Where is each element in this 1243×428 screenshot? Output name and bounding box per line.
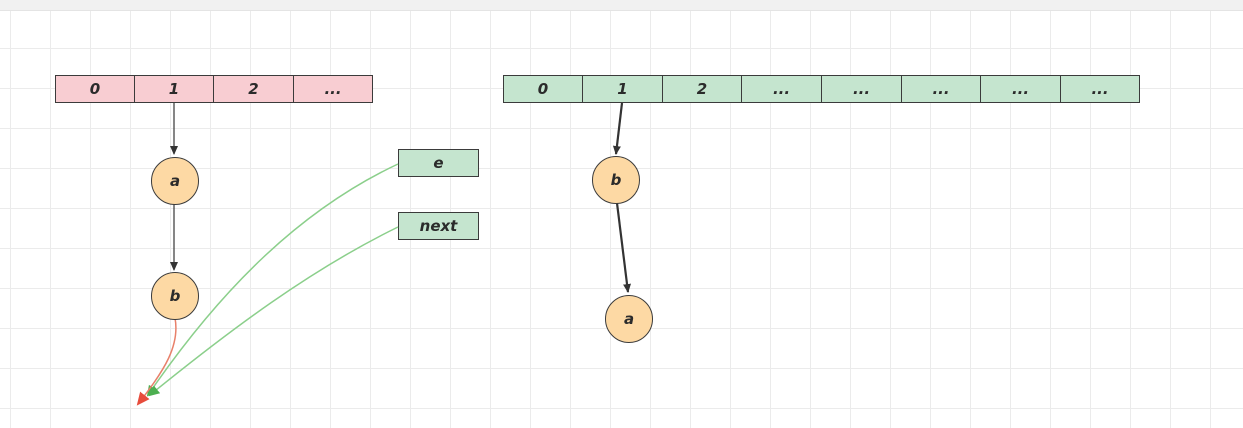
new-table-cell-7: ...: [1060, 75, 1140, 103]
new-table-cell-1: 1: [582, 75, 663, 103]
old-table-cell-2: 2: [213, 75, 294, 103]
old-table-cell-0: 0: [55, 75, 135, 103]
new-table-cell-4: ...: [821, 75, 902, 103]
new-node-b: b: [592, 156, 640, 204]
pointer-next-label: next: [398, 212, 479, 240]
new-node-a: a: [605, 295, 653, 343]
old-link-b-to-null: [136, 317, 177, 406]
new-table-cell-0: 0: [503, 75, 583, 103]
new-table-cell-5: ...: [901, 75, 981, 103]
new-link-b-to-a: [615, 202, 631, 293]
old-node-b: b: [151, 272, 199, 320]
new-table-cell-6: ...: [980, 75, 1061, 103]
new-table-cell-2: 2: [662, 75, 742, 103]
new-table-cell-3: ...: [741, 75, 822, 103]
new-link-cell1-to-b: [612, 102, 624, 155]
old-table-cell-3: ...: [293, 75, 373, 103]
top-toolbar-strip: [0, 0, 1243, 11]
pointer-e-label: e: [398, 149, 479, 177]
old-node-a: a: [151, 157, 199, 205]
old-table-cell-1: 1: [134, 75, 214, 103]
